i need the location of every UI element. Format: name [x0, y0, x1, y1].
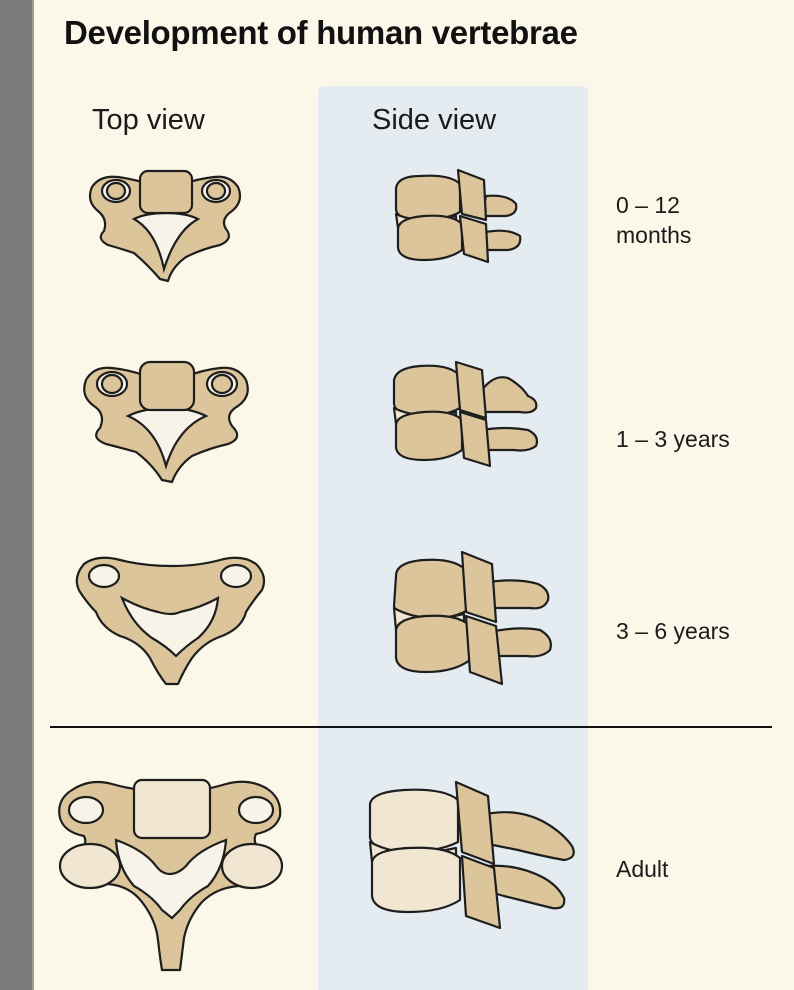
- top-view-vertebra-child: [70, 546, 270, 690]
- adult-divider-line: [50, 726, 772, 728]
- stage-label-line1: Adult: [616, 854, 668, 884]
- side-view-vertebra-infant: [386, 166, 526, 270]
- stage-label-infant: 0 – 12 months: [616, 190, 691, 250]
- side-view-vertebra-adult: [358, 774, 588, 934]
- top-view-vertebra-adult: [50, 770, 290, 976]
- stage-label-adult: Adult: [616, 854, 668, 884]
- top-view-vertebra-infant: [82, 165, 252, 290]
- side-view-vertebra-child: [378, 546, 558, 690]
- side-view-heading: Side view: [372, 104, 496, 137]
- top-view-vertebra-toddler: [78, 356, 258, 488]
- stage-label-line1: 1 – 3 years: [616, 424, 730, 454]
- figure-title: Development of human vertebrae: [64, 14, 578, 52]
- stage-label-line1: 0 – 12: [616, 190, 691, 220]
- figure-frame: Development of human vertebrae Top view …: [32, 0, 794, 990]
- stage-label-line1: 3 – 6 years: [616, 616, 730, 646]
- stage-label-toddler: 1 – 3 years: [616, 424, 730, 454]
- top-view-heading: Top view: [92, 104, 205, 137]
- stage-label-child: 3 – 6 years: [616, 616, 730, 646]
- side-view-vertebra-toddler: [382, 356, 542, 472]
- stage-label-line2: months: [616, 220, 691, 250]
